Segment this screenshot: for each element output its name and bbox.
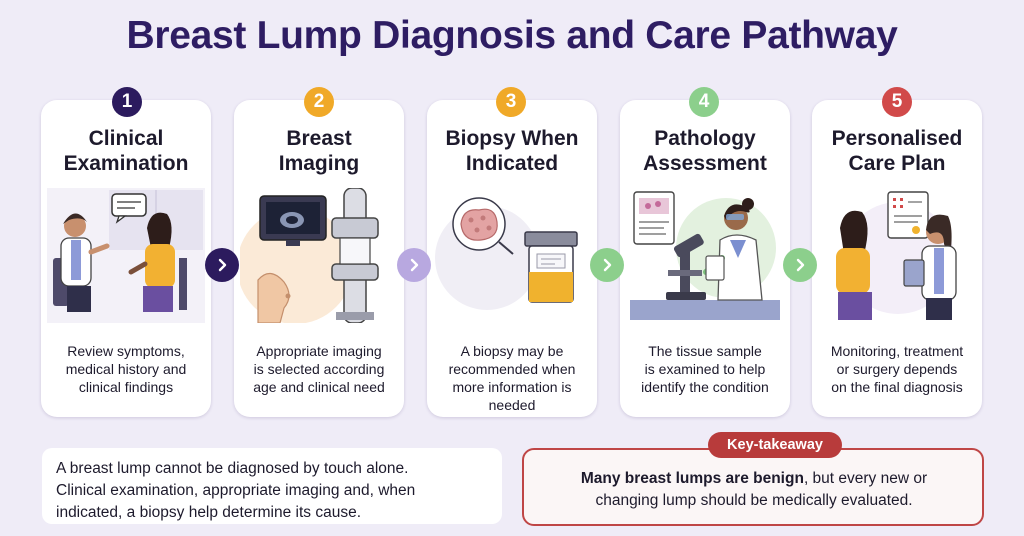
step-4-number-badge: 4 xyxy=(689,87,719,117)
chevron-right-icon xyxy=(603,258,612,272)
pathologist-microscope-illustration xyxy=(630,191,780,320)
care-plan-consultation-illustration xyxy=(836,191,957,320)
key-takeaway-label: Key-takeaway xyxy=(708,432,842,458)
step-4-to-5-arrow xyxy=(783,248,817,282)
step-2-to-3-arrow xyxy=(397,248,431,282)
page-title: Breast Lump Diagnosis and Care Pathway xyxy=(126,14,898,57)
diagnosis-note: A breast lump cannot be diagnosed by tou… xyxy=(42,448,502,524)
step-2-number-badge: 2 xyxy=(304,87,334,117)
breast-imaging-illustration xyxy=(240,188,379,323)
step-1-to-2-arrow xyxy=(205,248,239,282)
key-takeaway-text: Many breast lumps are benign, but every … xyxy=(580,470,928,509)
doctor-patient-consultation-illustration xyxy=(47,188,205,323)
key-takeaway-bold: Many breast lumps are benign xyxy=(580,470,804,487)
chevron-right-icon xyxy=(218,258,227,272)
step-3-to-4-arrow xyxy=(590,248,624,282)
step-5-number-badge: 5 xyxy=(882,87,912,117)
biopsy-sample-illustration xyxy=(435,197,578,310)
step-1-number-badge: 1 xyxy=(112,87,142,117)
chevron-right-icon xyxy=(410,258,419,272)
step-3-number-badge: 3 xyxy=(496,87,526,117)
chevron-right-icon xyxy=(796,258,805,272)
